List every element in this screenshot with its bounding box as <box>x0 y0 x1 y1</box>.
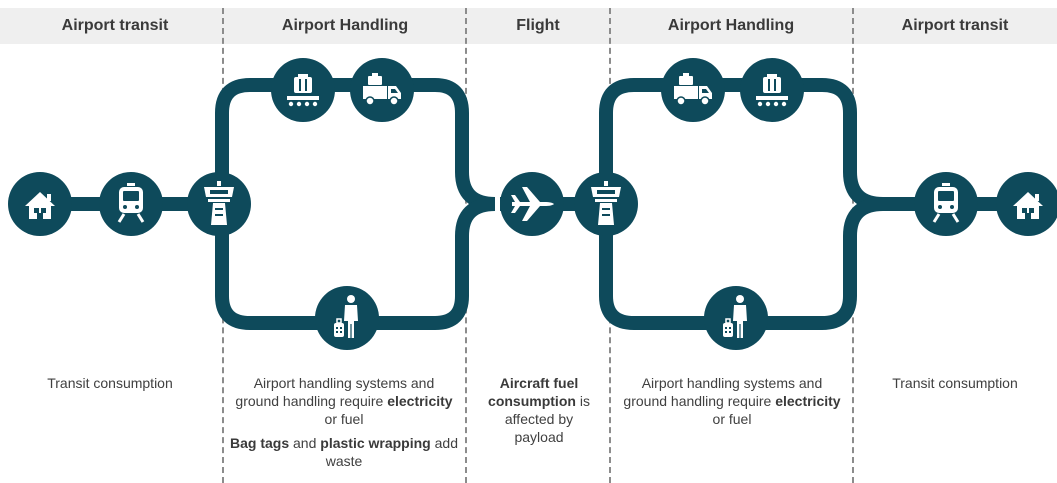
handling-loop-2-top <box>599 78 884 211</box>
description-handling-1: Airport handling systems and ground hand… <box>230 374 458 470</box>
text-bold-segment: Bag tags <box>230 435 290 451</box>
transit-consumption-text: Transit consumption <box>892 375 1018 391</box>
column-title-flight: Flight <box>516 17 560 34</box>
description-flight: Aircraft fuel consumption is affected by… <box>484 374 594 446</box>
text-segment: and <box>289 435 321 451</box>
handling-loop-1-top <box>215 78 496 211</box>
handling-1-waste-text: Bag tags and plastic wrapping add waste <box>230 434 458 470</box>
transit-consumption-text: Transit consumption <box>47 375 173 391</box>
description-handling-2: Airport handling systems and ground hand… <box>618 374 846 428</box>
column-title-airport-handling-1: Airport Handling <box>281 17 409 34</box>
flight-fuel-text: Aircraft fuel consumption is affected by… <box>484 374 594 446</box>
text-segment: add waste <box>325 435 458 469</box>
header-bar <box>0 8 1057 44</box>
handling-loop-2-bottom <box>599 197 884 330</box>
text-bold-segment: electricity <box>387 393 453 409</box>
text-bold-segment: Aircraft fuel consumption <box>488 375 579 409</box>
text-bold-segment: electricity <box>775 393 841 409</box>
description-transit-right: Transit consumption <box>860 374 1050 392</box>
description-transit-left: Transit consumption <box>0 374 220 392</box>
column-title-airport-transit-right: Airport transit <box>901 17 1009 34</box>
text-segment: Airport handling systems and ground hand… <box>235 375 435 409</box>
handling-loop-1-bottom <box>215 197 496 330</box>
text-segment: is affected by payload <box>504 393 590 445</box>
column-title-airport-handling-2: Airport Handling <box>667 17 795 34</box>
text-segment: or fuel <box>324 411 364 427</box>
handling-1-energy-text: Airport handling systems and ground hand… <box>230 374 458 428</box>
text-bold-segment: plastic wrapping <box>320 435 431 451</box>
handling-2-energy-text: Airport handling systems and ground hand… <box>618 374 846 428</box>
text-segment: or fuel <box>712 411 752 427</box>
column-title-airport-transit-left: Airport transit <box>61 17 169 34</box>
text-segment: Airport handling systems and ground hand… <box>623 375 823 409</box>
